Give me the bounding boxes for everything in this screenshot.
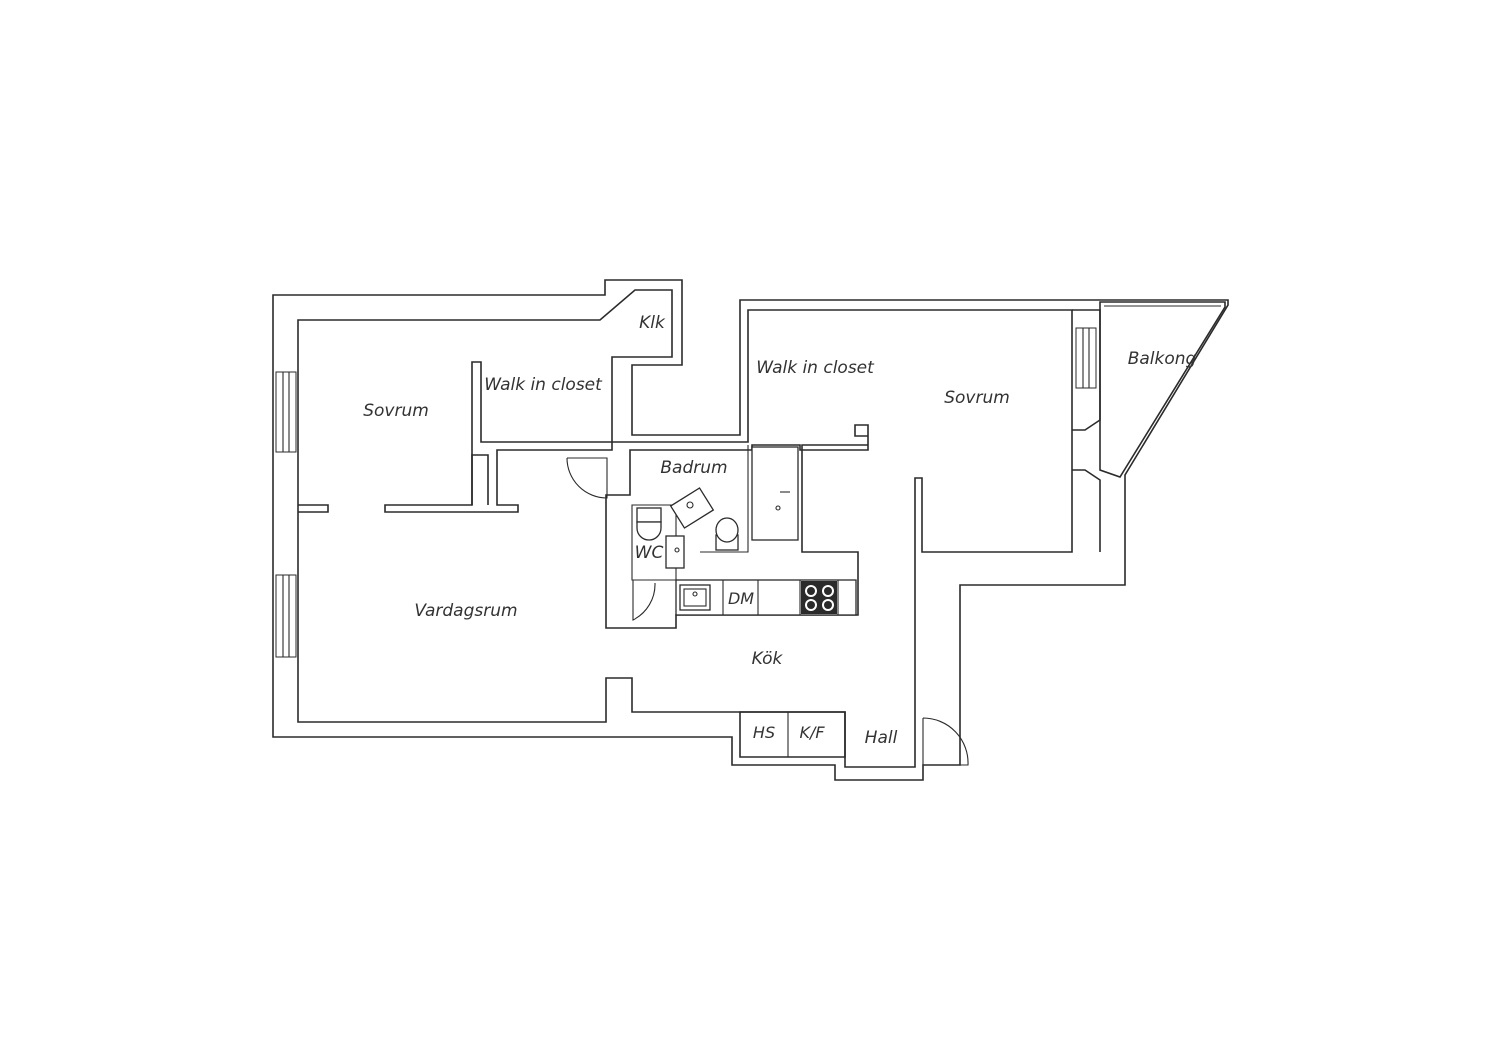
label-badrum: Badrum: [660, 458, 727, 478]
wc-toilet-icon: [636, 507, 662, 541]
wall-stub-mid: [471, 454, 489, 505]
window-right: [1075, 327, 1097, 389]
label-klk: Klk: [639, 313, 666, 333]
label-vardagsrum: Vardagsrum: [414, 601, 517, 621]
storage-block: [739, 711, 846, 758]
label-walk-in-closet-left: Walk in closet: [484, 375, 603, 395]
label-kok: Kök: [752, 649, 784, 669]
label-balkong: Balkong: [1128, 349, 1197, 369]
wc-sink-icon: [665, 535, 685, 569]
toilet-icon: [715, 517, 739, 551]
door-entrance: [922, 717, 969, 766]
window-left-upper: [275, 371, 297, 453]
label-wc: WC: [635, 543, 664, 563]
wall-right-bedroom-lower: [1072, 469, 1101, 552]
label-walk-in-closet-right: Walk in closet: [756, 358, 875, 378]
label-sovrum-left: Sovrum: [363, 401, 429, 421]
wall-bath-block: [605, 424, 869, 629]
label-hall: Hall: [865, 728, 898, 748]
inner-wall: [297, 289, 1073, 768]
label-dm: DM: [728, 589, 754, 608]
wall-closet-left: [384, 361, 613, 513]
balkong-outline: [1099, 301, 1226, 478]
sink-icon: [669, 487, 715, 529]
label-kf: K/F: [799, 723, 825, 742]
wall-bath-inner: [700, 445, 749, 553]
label-hs: HS: [753, 723, 775, 742]
stove-icon: [801, 581, 837, 614]
outer-wall: [272, 279, 1229, 781]
label-sovrum-right: Sovrum: [944, 388, 1010, 408]
window-left-lower: [275, 574, 297, 658]
bathtub-icon: [751, 446, 799, 541]
kitchen-sink-icon: [679, 584, 711, 611]
door-badrum: [566, 457, 608, 499]
door-wc: [632, 580, 656, 621]
wall-stub-left: [298, 504, 329, 513]
